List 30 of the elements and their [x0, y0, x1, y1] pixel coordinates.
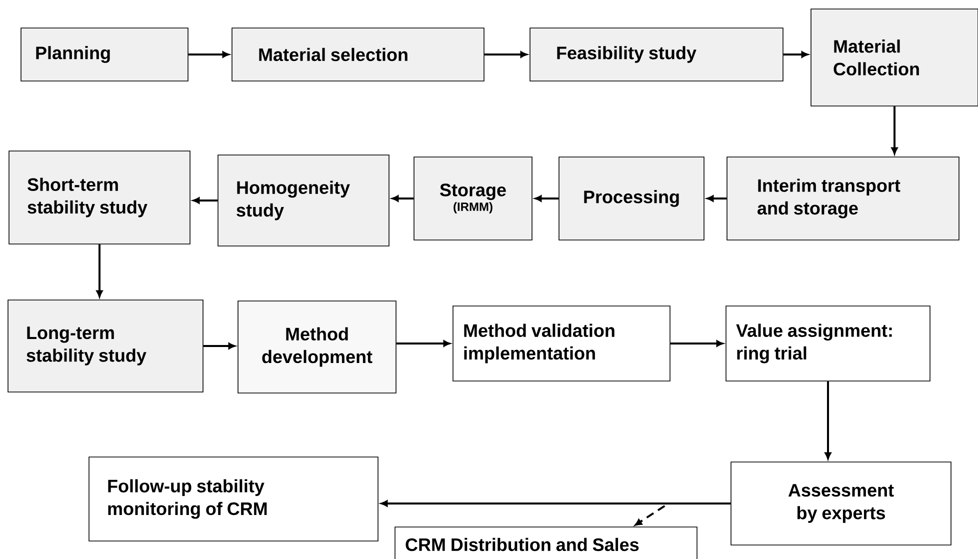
arrow — [188, 51, 230, 58]
arrow — [891, 106, 898, 154]
process-box: Homogeneity study — [218, 154, 390, 246]
process-box: Method development — [238, 300, 396, 394]
process-box: CRM Distribution and Sales — [394, 526, 698, 559]
process-box: Material Collection — [810, 8, 978, 106]
process-box: Material selection — [232, 28, 484, 82]
process-box: Interim transport and storage — [726, 156, 960, 240]
arrow — [824, 381, 832, 460]
arrow — [783, 51, 808, 58]
process-box: Long-term stability study — [8, 300, 204, 392]
arrow — [392, 195, 414, 202]
arrow — [634, 502, 731, 526]
arrow — [534, 195, 559, 202]
process-box: Assessment by experts — [730, 462, 952, 546]
arrow — [396, 340, 450, 347]
arrow — [203, 342, 236, 350]
arrow — [670, 340, 724, 347]
arrow — [192, 197, 218, 204]
arrow — [706, 195, 727, 202]
process-box: Follow-up stability monitoring of CRM — [88, 456, 378, 542]
process-box: Short-term stability study — [8, 150, 190, 244]
process-box: Planning — [20, 28, 188, 82]
process-box: Feasibility study — [530, 28, 784, 82]
process-box: Value assignment: ring trial — [726, 306, 930, 382]
process-box: Processing — [558, 156, 704, 240]
process-box: Method validation implementation — [452, 306, 670, 382]
process-box: Storage (IRMM) — [414, 156, 532, 240]
arrow — [484, 51, 528, 58]
arrow — [96, 244, 103, 298]
